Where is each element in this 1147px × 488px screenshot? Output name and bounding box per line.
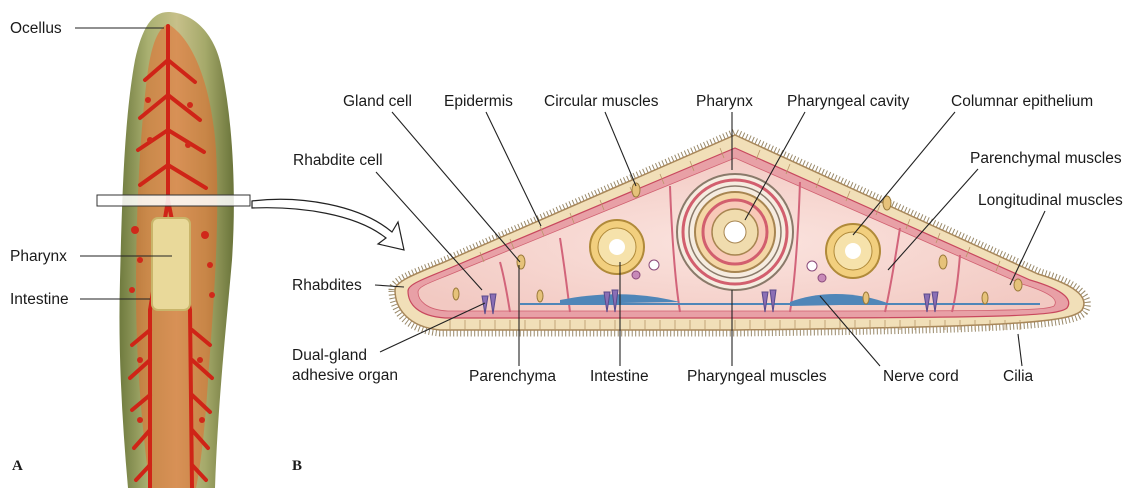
- label-intestine-a: Intestine: [10, 291, 69, 308]
- leader-epidermis: [486, 112, 541, 226]
- label-nerve-cord: Nerve cord: [883, 368, 959, 385]
- label-parenchyma: Parenchyma: [469, 368, 556, 385]
- label-rhabdite-cell: Rhabdite cell: [293, 152, 383, 169]
- intestine-left: [590, 220, 644, 274]
- worm-photo: [97, 12, 404, 488]
- leader-cilia: [1018, 334, 1022, 366]
- label-epidermis: Epidermis: [444, 93, 513, 110]
- label-cilia: Cilia: [1003, 368, 1034, 385]
- label-dual-gland-2: adhesive organ: [292, 367, 398, 384]
- section-arrow: [252, 199, 404, 250]
- label-pharynx-b: Pharynx: [696, 93, 753, 110]
- label-rhabdites: Rhabdites: [292, 277, 362, 294]
- panel-letter-a: A: [12, 458, 23, 474]
- label-ocellus: Ocellus: [10, 20, 62, 37]
- pharynx-section: [677, 174, 793, 290]
- leader-circular-muscles: [605, 112, 636, 186]
- leader-gland-cell: [392, 112, 520, 262]
- label-intestine-b: Intestine: [590, 368, 649, 385]
- label-parenchymal-muscles: Parenchymal muscles: [970, 150, 1122, 167]
- panel-letter-b: B: [292, 458, 302, 474]
- label-pharyngeal-muscles: Pharyngeal muscles: [687, 368, 827, 385]
- intestine-right: [826, 224, 880, 278]
- label-pharynx-a: Pharynx: [10, 248, 67, 265]
- label-dual-gland-1: Dual-gland: [292, 347, 367, 364]
- label-columnar-epithelium: Columnar epithelium: [951, 93, 1093, 110]
- label-longitudinal-muscles: Longitudinal muscles: [978, 192, 1123, 209]
- label-gland-cell: Gland cell: [343, 93, 412, 110]
- label-circular-muscles: Circular muscles: [544, 93, 659, 110]
- pharynx-structure: [152, 218, 190, 310]
- section-plane-marker: [97, 195, 250, 206]
- label-pharyngeal-cavity: Pharyngeal cavity: [787, 93, 910, 110]
